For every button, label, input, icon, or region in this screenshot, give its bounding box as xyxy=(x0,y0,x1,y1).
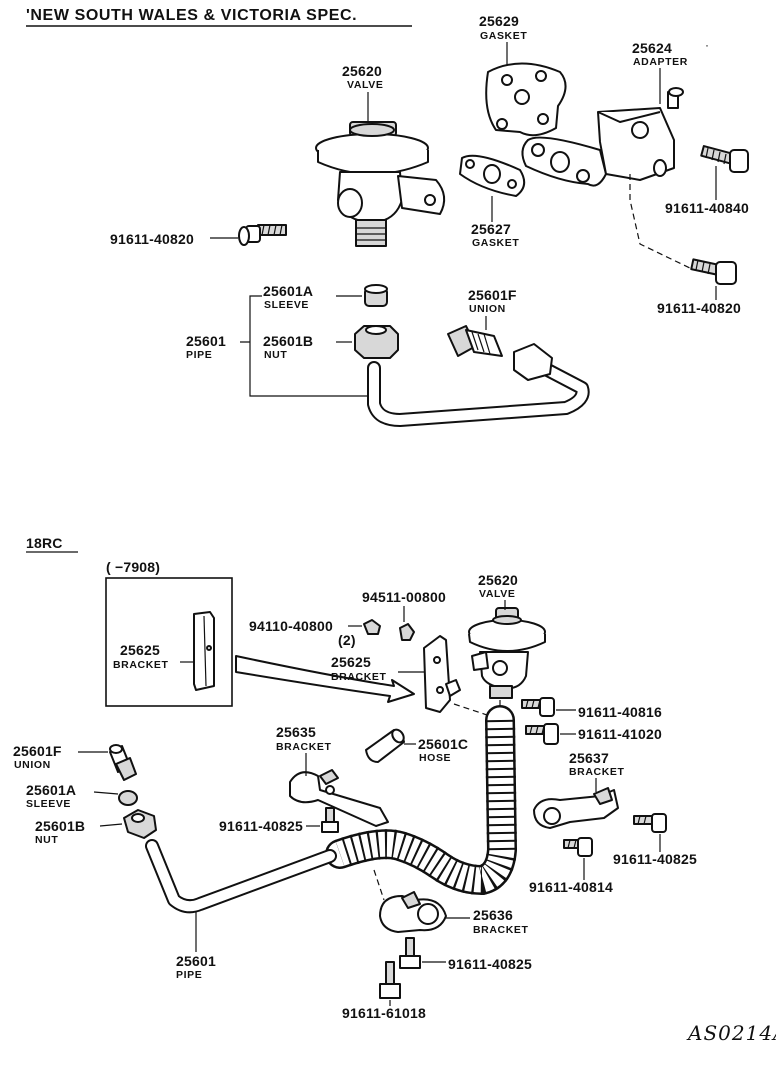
bolt-40816-number: 91611-40816 xyxy=(578,704,662,720)
engine-label: 18RC xyxy=(26,535,63,551)
gasket-25627-name: GASKET xyxy=(472,237,519,249)
inset-arrow xyxy=(235,655,415,703)
nut-94511 xyxy=(399,623,415,641)
bolt-c-number: 91611-40820 xyxy=(657,300,741,316)
nut-bottom xyxy=(123,809,157,839)
nut-top-number: 25601B xyxy=(263,333,313,349)
bracket-25625-number: 25625 xyxy=(331,654,371,670)
bracket-25625 xyxy=(423,635,461,713)
bolt-40825-a-number: 91611-40825 xyxy=(219,818,303,834)
adapter-name: ADAPTER xyxy=(633,56,688,68)
bolt-91611-40816 xyxy=(521,697,555,717)
bracket-25637-number: 25637 xyxy=(569,750,609,766)
bracket-25636 xyxy=(379,891,447,933)
bolt-91611-40825-b xyxy=(633,813,667,833)
bolt-91611-40840 xyxy=(700,145,749,173)
union-bottom xyxy=(109,744,137,781)
nut-bottom-number: 25601B xyxy=(35,818,85,834)
pipe-top-name: PIPE xyxy=(186,349,212,361)
nut-94511-number: 94511-00800 xyxy=(362,589,446,605)
nut-94110-number: 94110-40800 xyxy=(249,618,333,634)
hose-25601c xyxy=(365,728,405,763)
inset-bracket-number: 25625 xyxy=(120,642,160,658)
gasket-25629 xyxy=(485,62,567,137)
inset-bracket-name: BRACKET xyxy=(113,659,169,671)
corrugated-hose xyxy=(325,705,518,896)
bracket-25635-name: BRACKET xyxy=(276,741,332,753)
bolt-b-number: 91611-40840 xyxy=(665,200,749,216)
bracket-25625-name: BRACKET xyxy=(331,671,387,683)
bracket-25636-number: 25636 xyxy=(473,907,513,923)
stray-dot: · xyxy=(705,38,709,52)
nut-94110 xyxy=(363,619,381,635)
pipe-bottom xyxy=(145,839,337,914)
union-bottom-number: 25601F xyxy=(13,743,62,759)
bracket-25637-name: BRACKET xyxy=(569,766,625,778)
valve-bottom-name: VALVE xyxy=(479,588,515,600)
pipe-top xyxy=(367,359,590,427)
bracket-25635-number: 25635 xyxy=(276,724,316,740)
bolt-40825-b-number: 91611-40825 xyxy=(613,851,697,867)
bracket-25636-name: BRACKET xyxy=(473,924,529,936)
bolt-61018-number: 91611-61018 xyxy=(342,1005,426,1021)
pipe-top-number: 25601 xyxy=(186,333,226,349)
inset-range: ( −7908) xyxy=(106,559,160,575)
valve-bottom-number: 25620 xyxy=(478,572,518,588)
union-top xyxy=(447,325,553,381)
bolt-91611-40820-a xyxy=(238,224,287,246)
inset-bracket xyxy=(193,611,215,691)
pipe-bottom-number: 25601 xyxy=(176,953,216,969)
inset-box xyxy=(105,577,233,707)
union-bottom-name: UNION xyxy=(14,759,51,771)
valve-top-number: 25620 xyxy=(342,63,382,79)
valve-top-name: VALVE xyxy=(347,79,383,91)
gasket-25629-number: 25629 xyxy=(479,13,519,29)
bolt-91611-61018 xyxy=(379,961,401,999)
bolt-91611-41020 xyxy=(525,723,559,745)
egr-valve-top xyxy=(315,121,446,247)
hose-name: HOSE xyxy=(419,752,451,764)
bolt-40814-number: 91611-40814 xyxy=(529,879,613,895)
bolt-a-number: 91611-40820 xyxy=(110,231,194,247)
bracket-25635 xyxy=(289,769,389,827)
bolt-40825-c-number: 91611-40825 xyxy=(448,956,532,972)
bolt-41020-number: 91611-41020 xyxy=(578,726,662,742)
nut-bottom-name: NUT xyxy=(35,834,58,846)
gasket-25629-name: GASKET xyxy=(480,30,527,42)
union-top-number: 25601F xyxy=(468,287,517,303)
egr-valve-bottom xyxy=(468,607,546,699)
sleeve-bottom-name: SLEEVE xyxy=(26,798,71,810)
pipe-bottom-name: PIPE xyxy=(176,969,202,981)
gasket-25627 xyxy=(459,154,526,197)
adapter-25624 xyxy=(521,87,684,187)
sleeve-bottom-number: 25601A xyxy=(26,782,76,798)
sleeve-top xyxy=(364,284,388,307)
nut-top xyxy=(354,325,399,359)
bracket-25637 xyxy=(533,787,619,829)
bolt-91611-40814 xyxy=(563,837,593,857)
adapter-number: 25624 xyxy=(632,40,672,56)
nut-top-name: NUT xyxy=(264,349,287,361)
bolt-91611-40825-c xyxy=(399,937,421,969)
sleeve-top-name: SLEEVE xyxy=(264,299,309,311)
bolt-91611-40820-c xyxy=(690,258,737,285)
nut-94110-qty: (2) xyxy=(338,632,356,648)
sleeve-top-number: 25601A xyxy=(263,283,313,299)
sleeve-bottom xyxy=(118,790,138,806)
union-top-name: UNION xyxy=(469,303,506,315)
figure-code: AS0214A xyxy=(686,1021,776,1045)
hose-number: 25601C xyxy=(418,736,468,752)
gasket-25627-number: 25627 xyxy=(471,221,511,237)
spec-title: 'NEW SOUTH WALES & VICTORIA SPEC. xyxy=(26,7,357,24)
bolt-91611-40825-a xyxy=(321,807,339,833)
